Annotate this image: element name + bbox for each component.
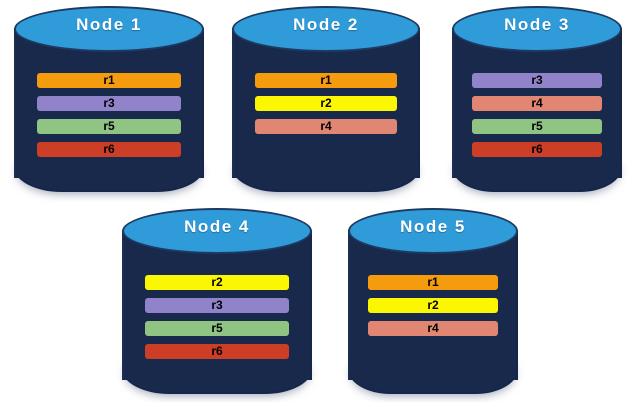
node-label: Node 2 [293, 15, 359, 34]
shard-bar-r3[interactable]: r3 [144, 298, 290, 313]
cylinder-top-ellipse [452, 6, 622, 52]
cylinder-top-ellipse [232, 6, 420, 52]
node-label: Node 1 [76, 15, 142, 34]
shard-bar-r5[interactable]: r5 [144, 321, 290, 336]
shard-bar-r3[interactable]: r3 [472, 73, 602, 88]
database-node-2[interactable]: Node 2 r1 r2 r4 [232, 6, 420, 192]
shard-bar-r4[interactable]: r4 [472, 96, 602, 111]
shard-bar-r1[interactable]: r1 [36, 73, 182, 88]
shard-bar-r4[interactable]: r4 [368, 321, 498, 336]
shard-bar-r5[interactable]: r5 [36, 119, 182, 134]
shard-bar-r1[interactable]: r1 [254, 73, 398, 88]
shard-list: r1 r2 r4 [368, 275, 498, 336]
cylinder-top-ellipse [122, 208, 312, 254]
database-node-1[interactable]: Node 1 r1 r3 r5 r6 [14, 6, 204, 192]
cylinder-top-ellipse [348, 208, 518, 254]
shard-list: r1 r3 r5 r6 [36, 73, 182, 157]
shard-list: r2 r3 r5 r6 [144, 275, 290, 359]
node-label: Node 5 [400, 217, 466, 236]
database-node-4[interactable]: Node 4 r2 r3 r5 r6 [122, 208, 312, 394]
node-label: Node 3 [504, 15, 570, 34]
shard-bar-r2[interactable]: r2 [368, 298, 498, 313]
database-node-3[interactable]: Node 3 r3 r4 r5 r6 [452, 6, 622, 192]
node-label: Node 4 [184, 217, 250, 236]
shard-bar-r6[interactable]: r6 [144, 344, 290, 359]
database-node-5[interactable]: Node 5 r1 r2 r4 [348, 208, 518, 394]
shard-bar-r5[interactable]: r5 [472, 119, 602, 134]
shard-list: r3 r4 r5 r6 [472, 73, 602, 157]
shard-bar-r2[interactable]: r2 [254, 96, 398, 111]
shard-bar-r2[interactable]: r2 [144, 275, 290, 290]
shard-bar-r1[interactable]: r1 [368, 275, 498, 290]
cylinder-top-ellipse [14, 6, 204, 52]
shard-bar-r6[interactable]: r6 [36, 142, 182, 157]
shard-bar-r3[interactable]: r3 [36, 96, 182, 111]
shard-bar-r6[interactable]: r6 [472, 142, 602, 157]
shard-bar-r4[interactable]: r4 [254, 119, 398, 134]
shard-list: r1 r2 r4 [254, 73, 398, 134]
